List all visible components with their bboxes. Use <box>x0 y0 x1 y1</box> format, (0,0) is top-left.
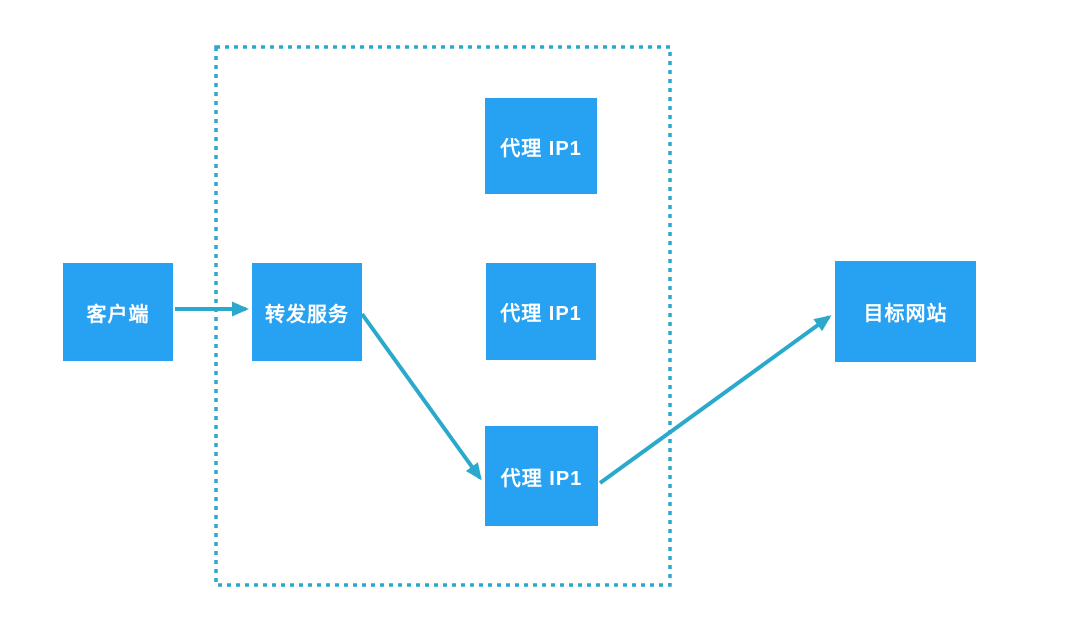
node-client: 客户端 <box>63 263 173 361</box>
node-forward-service-label: 转发服务 <box>265 303 349 326</box>
node-proxy-ip-bottom: 代理 IP1 <box>485 426 598 526</box>
node-client-label: 客户端 <box>86 303 150 326</box>
node-target-site: 目标网站 <box>835 261 976 362</box>
node-forward-service: 转发服务 <box>252 263 362 361</box>
node-proxy-ip-middle-label: 代理 IP1 <box>500 303 582 325</box>
node-proxy-ip-top: 代理 IP1 <box>485 98 597 194</box>
edge-forward-to-proxy-bottom <box>360 312 482 481</box>
node-proxy-ip-bottom-label: 代理 IP1 <box>500 467 583 490</box>
edge-proxy-bottom-to-target <box>598 315 832 485</box>
node-proxy-ip-top-label: 代理 IP1 <box>500 137 582 160</box>
node-proxy-ip-middle: 代理 IP1 <box>486 263 596 360</box>
node-target-site-label: 目标网站 <box>863 303 948 325</box>
